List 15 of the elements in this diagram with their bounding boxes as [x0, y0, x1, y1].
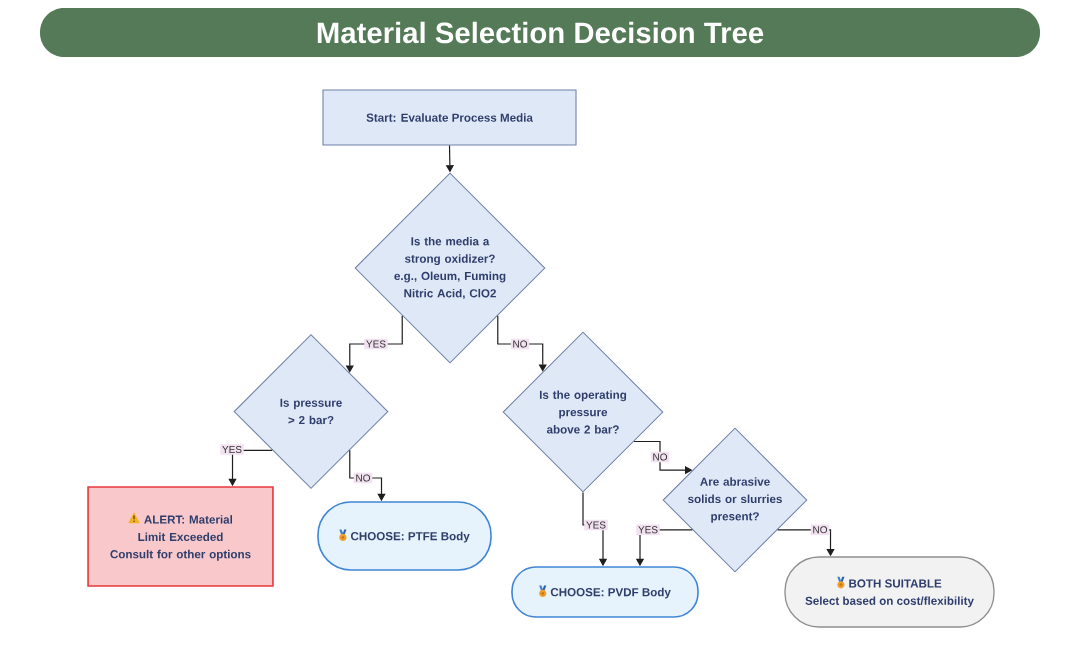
process-box: Start: Evaluate Process Media — [322, 89, 577, 146]
edge-label: YES — [364, 338, 388, 350]
result-pill: CHOOSE: PTFE Body — [317, 501, 492, 571]
edge-label: YES — [220, 444, 244, 455]
result-pill: CHOOSE: PVDF Body — [511, 566, 699, 618]
title-banner: Material Selection Decision Tree — [40, 8, 1040, 57]
edge-label: YES — [584, 519, 608, 531]
edge-label: YES — [636, 524, 660, 535]
edge-label: NO — [810, 524, 830, 535]
edge-label: NO — [353, 472, 373, 484]
edge-label: NO — [510, 338, 530, 350]
edge-label: NO — [650, 451, 670, 463]
arrow — [497, 315, 547, 372]
alert-box: ALERT: Material Limit Exceeded Consult for other options — [87, 486, 274, 587]
result-pill: BOTH SUITABLE Select based on cost/flexibility — [784, 556, 995, 628]
